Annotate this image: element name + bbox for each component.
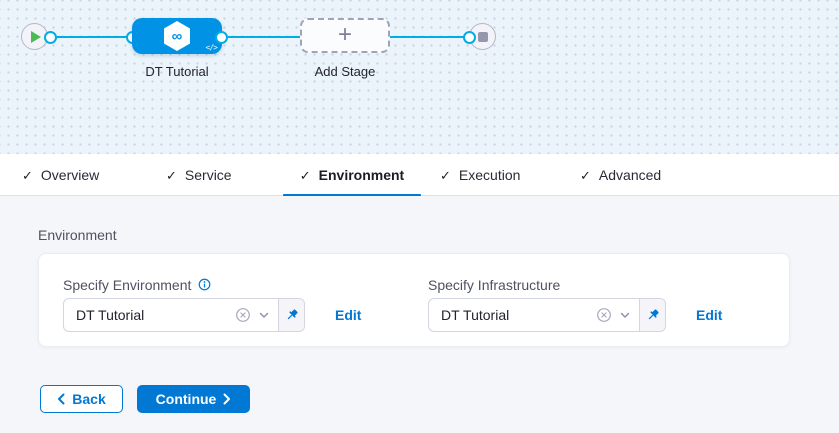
tab-label: Service bbox=[184, 167, 232, 183]
stage-node-label: DT Tutorial bbox=[145, 64, 209, 79]
specify-environment-field: Specify Environment bbox=[63, 276, 361, 332]
add-stage-button[interactable]: + bbox=[300, 18, 390, 53]
tab-advanced[interactable]: ✓ Advanced bbox=[580, 154, 661, 196]
stage-tab-bar: ✓ Overview ✓ Service ✓ Environment ✓ Exe… bbox=[0, 154, 839, 197]
back-button[interactable]: Back bbox=[40, 385, 123, 413]
chevron-down-icon[interactable] bbox=[619, 309, 631, 321]
environment-input[interactable] bbox=[74, 306, 228, 324]
tab-environment[interactable]: ✓ Environment bbox=[283, 154, 421, 197]
end-node-connector-dot bbox=[463, 31, 476, 44]
specify-environment-label: Specify Environment bbox=[63, 276, 192, 293]
check-icon: ✓ bbox=[22, 167, 33, 183]
stop-icon bbox=[477, 31, 488, 42]
infinity-icon: ∞ bbox=[171, 27, 183, 45]
info-icon[interactable] bbox=[197, 277, 212, 292]
plus-icon: + bbox=[337, 20, 352, 48]
edit-infrastructure-link[interactable]: Edit bbox=[696, 307, 723, 323]
clear-icon[interactable] bbox=[596, 307, 612, 323]
code-icon: </> bbox=[205, 43, 218, 52]
stage-node-dt-tutorial[interactable]: ∞ </> bbox=[132, 18, 222, 54]
tab-label: Execution bbox=[458, 167, 521, 183]
add-stage-label: Add Stage bbox=[314, 64, 376, 79]
check-icon: ✓ bbox=[166, 167, 177, 183]
edit-environment-link[interactable]: Edit bbox=[335, 307, 362, 323]
tab-label: Environment bbox=[318, 167, 405, 183]
chevron-right-icon bbox=[223, 393, 231, 405]
clear-icon[interactable] bbox=[235, 307, 251, 323]
pipeline-start-node bbox=[21, 23, 48, 50]
pin-icon[interactable] bbox=[278, 299, 304, 331]
infrastructure-combobox bbox=[428, 298, 666, 332]
continue-button-label: Continue bbox=[155, 391, 217, 407]
chevron-left-icon bbox=[58, 393, 65, 405]
chevron-down-icon[interactable] bbox=[258, 309, 270, 321]
harness-cd-stage-icon: ∞ bbox=[163, 21, 191, 51]
check-icon: ✓ bbox=[580, 167, 591, 183]
check-icon: ✓ bbox=[440, 167, 451, 183]
section-heading: Environment bbox=[38, 227, 117, 243]
tab-label: Advanced bbox=[598, 167, 662, 183]
back-button-label: Back bbox=[72, 391, 106, 407]
stage-right-connector-dot bbox=[215, 31, 228, 44]
continue-button[interactable]: Continue bbox=[137, 385, 250, 413]
pipeline-canvas[interactable]: ∞ </> DT Tutorial + Add Stage bbox=[0, 0, 839, 154]
infrastructure-input[interactable] bbox=[439, 306, 589, 324]
specify-infrastructure-field: Specify Infrastructure bbox=[428, 276, 722, 332]
tab-service[interactable]: ✓ Service bbox=[166, 154, 232, 196]
environment-tab-panel: Environment Specify Environment bbox=[0, 196, 839, 433]
play-icon bbox=[31, 30, 41, 43]
specify-infrastructure-label: Specify Infrastructure bbox=[428, 276, 561, 293]
pin-icon[interactable] bbox=[639, 299, 665, 331]
tab-execution[interactable]: ✓ Execution bbox=[440, 154, 520, 196]
start-node-connector-dot bbox=[44, 31, 57, 44]
tab-overview[interactable]: ✓ Overview bbox=[22, 154, 99, 196]
environment-card: Specify Environment bbox=[38, 253, 790, 347]
environment-combobox bbox=[63, 298, 305, 332]
pipeline-connector-line bbox=[50, 36, 471, 38]
tab-label: Overview bbox=[40, 167, 100, 183]
check-icon: ✓ bbox=[299, 167, 311, 183]
